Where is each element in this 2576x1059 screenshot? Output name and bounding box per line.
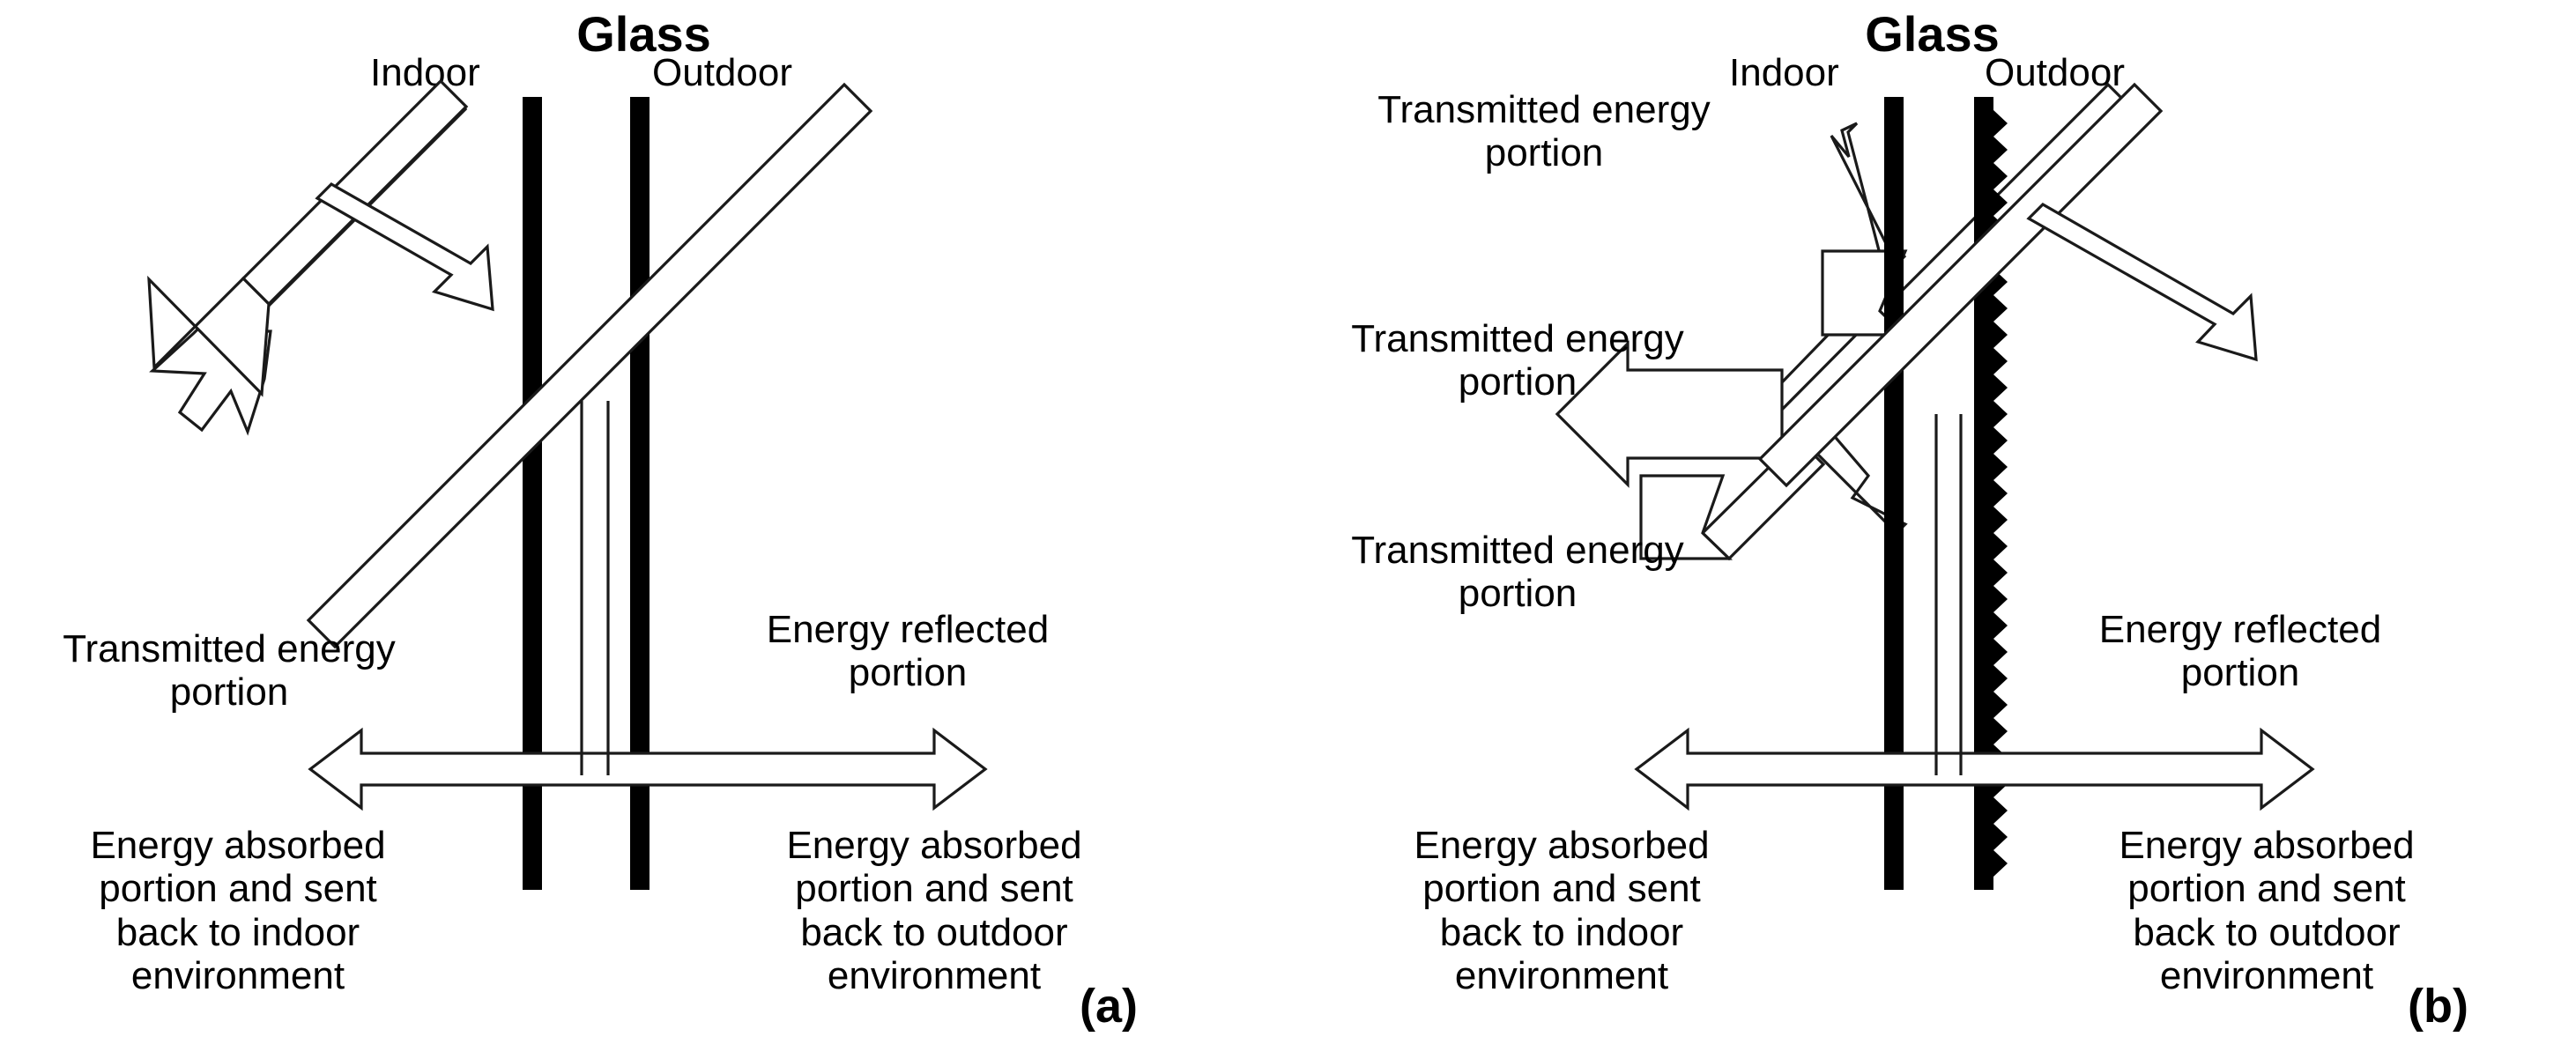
absorbed-indoor-label-a: Energy absorbed portion and sent back to… bbox=[90, 824, 386, 997]
absorbed-double-arrow-b bbox=[1634, 727, 2315, 811]
indoor-label-a: Indoor bbox=[370, 51, 480, 94]
transmitted-upper-label-b: Transmitted energy portion bbox=[1377, 88, 1711, 175]
absorbed-outdoor-label-a: Energy absorbed portion and sent back to… bbox=[786, 824, 1082, 997]
transmitted-label-a: Transmitted energy portion bbox=[63, 627, 396, 715]
glass-pane-indoor-a bbox=[523, 97, 542, 890]
reflected-label-b: Energy reflected portion bbox=[2098, 608, 2382, 695]
transmitted-arrowhead-down-b bbox=[1639, 474, 1733, 560]
transmitted-lower-label-b: Transmitted energy portion bbox=[1351, 529, 1684, 616]
panel-tag-b: (b) bbox=[2408, 980, 2468, 1033]
incident-ray-upper-a bbox=[306, 82, 873, 649]
panel-b-graphics bbox=[1555, 82, 2315, 890]
transmitted-arrowhead-a bbox=[147, 275, 271, 397]
glass-title-b: Glass bbox=[1865, 6, 2000, 62]
absorbed-double-arrow-a bbox=[308, 727, 988, 811]
glass-title-a: Glass bbox=[576, 6, 711, 62]
transmitted-middle-label-b: Transmitted energy portion bbox=[1351, 317, 1684, 404]
outdoor-label-b: Outdoor bbox=[1985, 51, 2125, 94]
outdoor-label-a: Outdoor bbox=[652, 51, 792, 94]
incident-ray-band-a bbox=[241, 78, 469, 307]
glass-pane-indoor-b bbox=[1884, 97, 1904, 890]
panel-b: Glass Indoor Outdoor bbox=[1288, 0, 2576, 1059]
reflected-beam-a bbox=[315, 182, 494, 312]
reflected-label-a: Energy reflected portion bbox=[766, 608, 1050, 695]
glass-pane-outdoor-textured-b bbox=[1974, 97, 2008, 890]
reflected-beam-b bbox=[2026, 203, 2258, 362]
absorbed-indoor-label-b: Energy absorbed portion and sent back to… bbox=[1414, 824, 1710, 997]
incident-ray-upper-b bbox=[1757, 82, 2164, 488]
panel-tag-a: (a) bbox=[1080, 980, 1138, 1033]
absorbed-outdoor-label-b: Energy absorbed portion and sent back to… bbox=[2119, 824, 2415, 997]
indoor-label-b: Indoor bbox=[1729, 51, 1839, 94]
panel-a: Glass Indoor Outdoor Transmitted energy … bbox=[63, 6, 1138, 1033]
panel-a-graphics bbox=[147, 78, 988, 890]
